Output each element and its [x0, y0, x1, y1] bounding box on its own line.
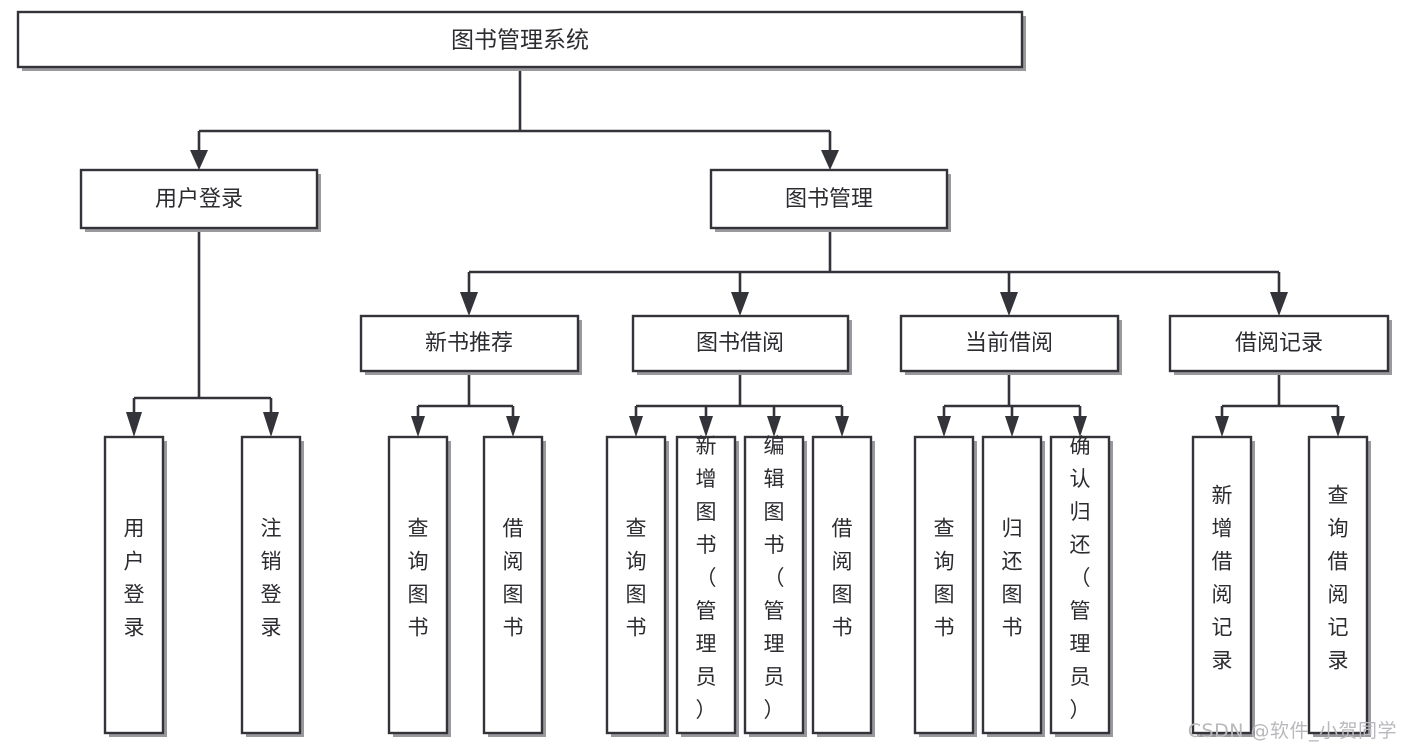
node-login-label: 用户登录 [155, 187, 243, 212]
node-leaf-3-box[interactable] [387, 435, 449, 735]
node-leaf-12[interactable]: 新增借阅记录 [1191, 435, 1255, 737]
node-record-box[interactable] [1168, 314, 1390, 373]
node-leaf-5-box[interactable] [605, 435, 667, 735]
node-leaf-6-box[interactable] [675, 435, 737, 735]
arrow-head-leaf-2 [263, 412, 279, 437]
node-leaf-11[interactable]: 确认归还（管理员） [1049, 434, 1113, 737]
node-current[interactable]: 当前借阅 [899, 314, 1122, 375]
node-leaf-11-label: 确认归还（管理员） [1070, 434, 1091, 722]
node-login-box[interactable] [79, 168, 319, 230]
node-root[interactable]: 图书管理系统 [16, 10, 1026, 71]
node-leaf-10-label: 归还图书 [1002, 517, 1023, 640]
node-leaf-3[interactable]: 查询图书 [387, 435, 451, 737]
arrow-head-leaf-9 [937, 416, 951, 437]
csdn-watermark: CSDN @软件_小贺同学 [1187, 720, 1397, 742]
node-leaf-9[interactable]: 查询图书 [913, 435, 977, 737]
arrow-head-login [190, 150, 208, 170]
node-borrow-label: 图书借阅 [696, 331, 784, 356]
node-leaf-2-label: 注销登录 [261, 517, 282, 640]
node-leaf-8[interactable]: 借阅图书 [811, 435, 875, 737]
node-record-label: 借阅记录 [1235, 331, 1323, 356]
node-leaf-6[interactable]: 新增图书（管理员） [675, 434, 739, 737]
node-leaf-8-box[interactable] [811, 435, 873, 735]
node-leaf-7-box[interactable] [743, 435, 805, 735]
node-leaf-7[interactable]: 编辑图书（管理员） [743, 434, 807, 737]
arrow-head-record [1270, 292, 1288, 316]
arrow-head-leaf-7 [767, 416, 781, 437]
arrow-head-leaf-5 [629, 416, 643, 437]
node-leaf-2[interactable]: 注销登录 [240, 435, 304, 737]
node-leaf-5-label: 查询图书 [626, 517, 647, 640]
node-borrow-box[interactable] [631, 314, 850, 373]
node-login[interactable]: 用户登录 [79, 168, 321, 232]
connector-layer [126, 67, 1345, 437]
node-leaf-10-box[interactable] [981, 435, 1043, 735]
node-root-label: 图书管理系统 [451, 28, 589, 54]
arrow-head-newbook [460, 292, 478, 316]
node-leaf-4-box[interactable] [482, 435, 544, 735]
node-leaf-2-box[interactable] [240, 435, 302, 735]
arrow-head-leaf-11 [1073, 416, 1087, 437]
node-root-box[interactable] [16, 10, 1024, 69]
arrow-head-leaf-13 [1331, 416, 1345, 437]
node-newbook-label: 新书推荐 [425, 331, 513, 356]
node-current-label: 当前借阅 [965, 331, 1053, 356]
arrow-head-leaf-3 [411, 416, 425, 437]
node-leaf-1-box[interactable] [103, 435, 165, 735]
arrow-head-leaf-10 [1005, 416, 1019, 437]
node-leaf-9-label: 查询图书 [934, 517, 955, 640]
arrow-head-current [1000, 292, 1018, 316]
node-leaf-8-label: 借阅图书 [832, 517, 853, 640]
node-leaf-10[interactable]: 归还图书 [981, 435, 1045, 737]
node-bookmgmt-box[interactable] [709, 168, 949, 230]
node-leaf-1[interactable]: 用户登录 [103, 435, 167, 737]
node-leaf-3-label: 查询图书 [408, 517, 429, 640]
node-leaf-9-box[interactable] [913, 435, 975, 735]
arrow-head-leaf-8 [835, 416, 849, 437]
arrow-head-leaf-1 [126, 412, 142, 437]
arrow-head-leaf-6 [699, 416, 713, 437]
arrow-head-leaf-12 [1215, 416, 1229, 437]
arrow-head-borrow [731, 292, 749, 316]
node-leaf-12-box[interactable] [1191, 435, 1253, 735]
leaf-layer: 用户登录 注销登录 查询图书 借阅图书 查询图书 [103, 434, 1371, 737]
node-current-box[interactable] [899, 314, 1120, 373]
node-leaf-6-label: 新增图书（管理员） [696, 434, 717, 722]
node-leaf-5[interactable]: 查询图书 [605, 435, 669, 737]
node-newbook[interactable]: 新书推荐 [359, 314, 582, 375]
node-bookmgmt[interactable]: 图书管理 [709, 168, 951, 232]
node-borrow[interactable]: 图书借阅 [631, 314, 852, 375]
node-leaf-12-label: 新增借阅记录 [1212, 484, 1233, 673]
arrow-head-bookmgmt [821, 150, 839, 170]
node-leaf-13-label: 查询借阅记录 [1328, 484, 1349, 673]
node-leaf-11-box[interactable] [1049, 435, 1111, 735]
node-bookmgmt-label: 图书管理 [785, 187, 873, 212]
node-leaf-7-label: 编辑图书（管理员） [764, 434, 785, 722]
node-leaf-1-label: 用户登录 [124, 517, 145, 640]
node-leaf-4[interactable]: 借阅图书 [482, 435, 546, 737]
node-leaf-4-label: 借阅图书 [503, 517, 524, 640]
node-record[interactable]: 借阅记录 [1168, 314, 1392, 375]
node-newbook-box[interactable] [359, 314, 580, 373]
node-leaf-13[interactable]: 查询借阅记录 [1307, 435, 1371, 737]
arrow-head-leaf-4 [506, 416, 520, 437]
node-leaf-13-box[interactable] [1307, 435, 1369, 735]
